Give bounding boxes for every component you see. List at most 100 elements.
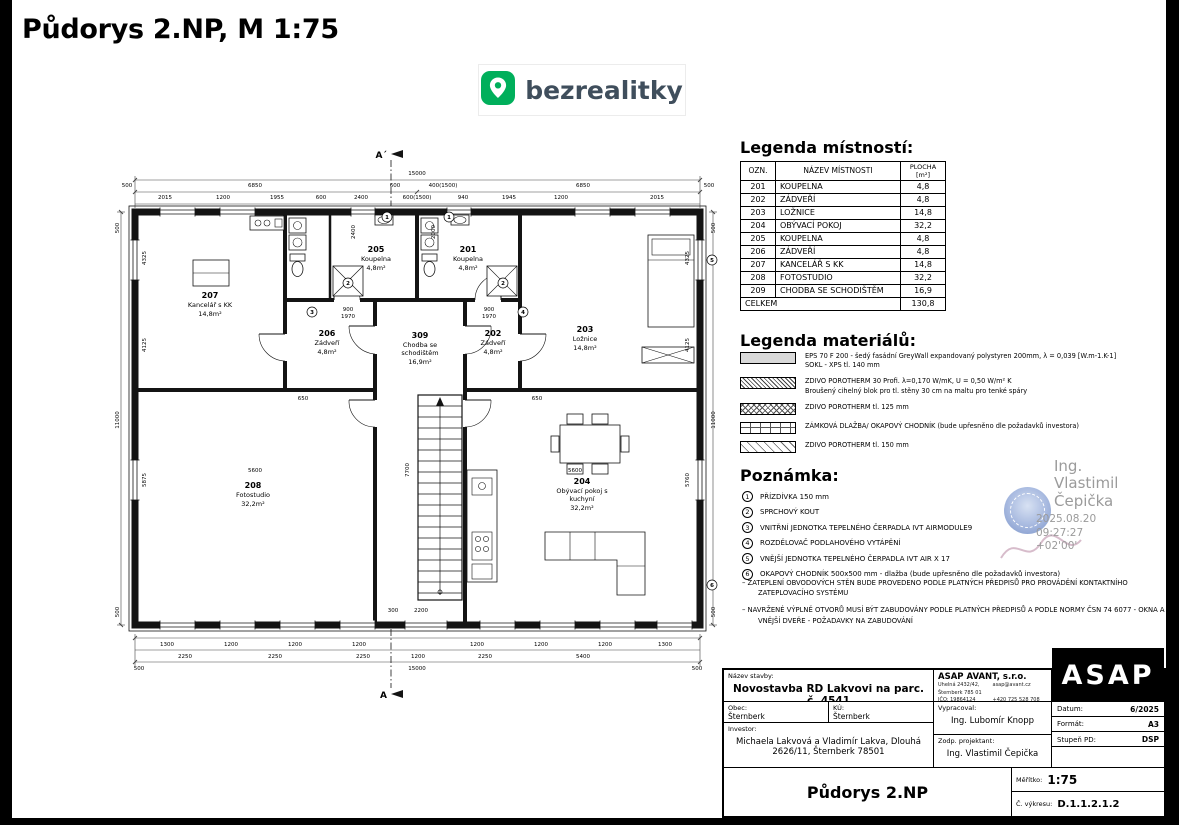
room-name: Kancelář s KK	[188, 301, 233, 309]
room-number: 208	[245, 481, 262, 490]
stairs	[417, 394, 463, 601]
notes-title: Poznámka:	[740, 466, 839, 485]
room-number: 204	[574, 477, 591, 486]
material-text: EPS 70 F 200 - šedý fasádní GreyWall exp…	[805, 352, 1117, 360]
cell-name: KOUPELNA	[775, 180, 901, 195]
material-text: ZDIVO POROTHERM 30 Profi. λ=0,170 W/mK, …	[805, 377, 1012, 386]
col-header-ozn: OZN.	[740, 160, 776, 182]
windows	[130, 207, 705, 630]
dimension-label: 500	[115, 606, 121, 617]
dimension-label: 900	[343, 307, 354, 313]
material-swatch-dlazba	[740, 421, 796, 434]
meta-format: Formát:A3	[1052, 717, 1164, 732]
cell-name: KANCELÁŘ S KK	[775, 258, 901, 273]
dimension-label: 1955	[270, 195, 284, 201]
page-title: Půdorys 2.NP, M 1:75	[22, 14, 339, 45]
dimension-label: 500	[115, 222, 121, 233]
field-label: Název stavby:	[728, 672, 774, 680]
room-area: 14,8m²	[198, 310, 222, 318]
room-number: 205	[368, 245, 385, 254]
note-number-badge: 1	[742, 491, 753, 502]
dimension-label: 500	[711, 606, 717, 617]
dimension-label: 1200	[288, 642, 302, 648]
cell-ozn: 201	[740, 180, 776, 195]
dashed-note: – NAVRŽENÉ VÝPLNĚ OTVORŮ MUSÍ BÝT ZABUDO…	[742, 606, 1165, 625]
note-callout-circle	[497, 277, 509, 289]
note-callout-number: 1	[385, 215, 389, 221]
dimension-label: 5760	[685, 473, 691, 487]
cell-area: 4,8	[900, 245, 946, 260]
note-text: ROZDĚLOVAČ PODLAHOVÉHO VYTÁPĚNÍ	[760, 539, 901, 547]
note-text: OKAPOVÝ CHODNÍK 500x500 mm - dlažba (bud…	[760, 570, 1061, 578]
room-name: Zádveří	[481, 339, 506, 347]
dimension-label: 4125	[142, 338, 148, 352]
field-label: Vypracoval:	[938, 704, 977, 712]
room-name: Fotostudio	[236, 491, 270, 499]
dimension-label: 300	[388, 608, 399, 614]
note-callout-number: 4	[521, 310, 525, 316]
dimension-label: 500	[692, 666, 703, 672]
cell-name: KOUPELNA	[775, 232, 901, 247]
titleblock-drawing-name: Půdorys 2.NP	[724, 768, 1012, 816]
signature-timezone: +02'00'	[1036, 540, 1078, 553]
dimension-label: 600	[390, 183, 401, 189]
legend-rooms-title: Legenda místností:	[740, 138, 914, 157]
material-text: ZÁMKOVÁ DLAŽBA/ OKAPOVÝ CHODNÍK (bude up…	[805, 421, 1079, 430]
section-label-top: A´	[376, 150, 388, 161]
dimension-label: 4325	[685, 251, 691, 265]
signature-name-line: Vlastimil	[1054, 474, 1119, 493]
dimension-label: 15000	[408, 666, 426, 672]
room-number: 202	[485, 329, 502, 338]
dimension-label: 1945	[502, 195, 516, 201]
titleblock-zodp-projektant: Zodp. projektant: Ing. Vlastimil Čepička	[934, 735, 1052, 768]
dimension-label: 5600	[568, 468, 582, 474]
dimension-label: 2250	[356, 654, 370, 660]
dimension-label: 11000	[115, 411, 121, 429]
signature-name-line: Ing.	[1054, 457, 1083, 475]
note-callout-circle	[342, 277, 354, 289]
bezrealitky-pin-icon	[481, 71, 516, 109]
cell-area: 4,8	[900, 232, 946, 247]
room-name: Zádveří	[315, 339, 340, 347]
dimension-label: 2400	[354, 195, 368, 201]
dimension-label: 600	[316, 195, 327, 201]
field-label: Obec:	[728, 704, 748, 712]
note-text: VNĚJŠÍ JEDNOTKA TEPELNÉHO ČERPADLA IVT A…	[760, 554, 950, 563]
bezrealitky-logo: bezrealitky	[478, 64, 686, 116]
total-value: 130,8	[900, 297, 946, 312]
titleblock-cislo-vykresu: Č. výkresu: D.1.1.2.1.2	[1012, 792, 1164, 816]
material-text: SOKL - XPS tl. 140 mm	[805, 361, 880, 370]
room-name: kuchyní	[569, 495, 594, 503]
total-label: CELKEM	[740, 297, 901, 312]
title-block: ASAP Název stavby: Novostavba RD Lakvovi…	[722, 648, 1166, 818]
titleblock-meritko: Měřítko: 1:75	[1012, 768, 1164, 792]
col-header-name: NÁZEV MÍSTNOSTI	[775, 160, 901, 182]
field-value: 6/2025	[1130, 704, 1159, 714]
firm-email: asap@avant.cz	[992, 682, 1031, 688]
note-callout-circle	[517, 306, 529, 318]
dimension-label: 500	[711, 222, 717, 233]
note-text: VNITŘNÍ JEDNOTKA TEPELNÉHO ČERPADLA IVT …	[760, 523, 973, 532]
material-text: Broušený cihelný blok pro tl. stěny 30 c…	[805, 386, 1028, 395]
dimension-label: 1200	[352, 642, 366, 648]
material-item: ZÁMKOVÁ DLAŽBA/ OKAPOVÝ CHODNÍK (bude up…	[740, 421, 1170, 434]
room-area: 16,9m²	[408, 358, 432, 366]
dimension-label: 940	[458, 195, 469, 201]
room-area: 4,8m²	[458, 264, 478, 272]
note-text: SPRCHOVÝ KOUT	[760, 508, 820, 516]
doors	[258, 273, 547, 428]
material-item: ZDIVO POROTHERM tl. 150 mm	[740, 440, 1170, 453]
dimension-lines	[117, 176, 717, 666]
dimension-label: 5400	[576, 654, 590, 660]
signature-time: 09:27:27	[1036, 526, 1084, 539]
cell-name: OBÝVACÍ POKOJ	[775, 219, 901, 234]
cell-area: 14,8	[900, 206, 946, 221]
field-label: Č. výkresu:	[1016, 800, 1053, 808]
